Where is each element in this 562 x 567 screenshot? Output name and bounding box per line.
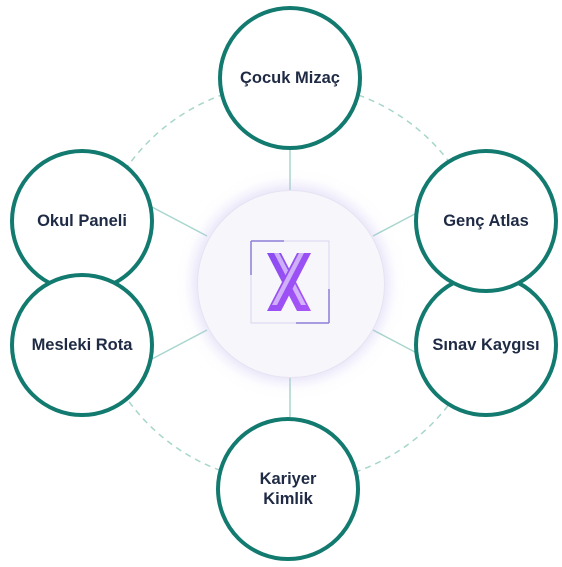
node-okul-paneli[interactable]: Okul Paneli [10,149,154,293]
node-cocuk-mizac[interactable]: Çocuk Mizaç [218,6,362,150]
node-label: Okul Paneli [37,212,127,230]
spoke-mesleki [149,329,208,361]
node-label: Sınav Kaygısı [432,336,540,354]
node-mesleki-rota[interactable]: Mesleki Rota [10,273,154,417]
node-sinav-kaygisi[interactable]: Sınav Kaygısı [414,273,558,417]
node-label: Mesleki Rota [31,336,133,354]
node-label: Genç Atlas [443,212,529,230]
node-kariyer-kimlik[interactable]: Kariyer Kimlik [216,417,360,561]
node-label: Kariyer Kimlik [259,470,317,508]
node-genc-atlas[interactable]: Genç Atlas [414,149,558,293]
x-logo-icon [250,240,330,324]
node-label: Çocuk Mizaç [240,69,340,87]
